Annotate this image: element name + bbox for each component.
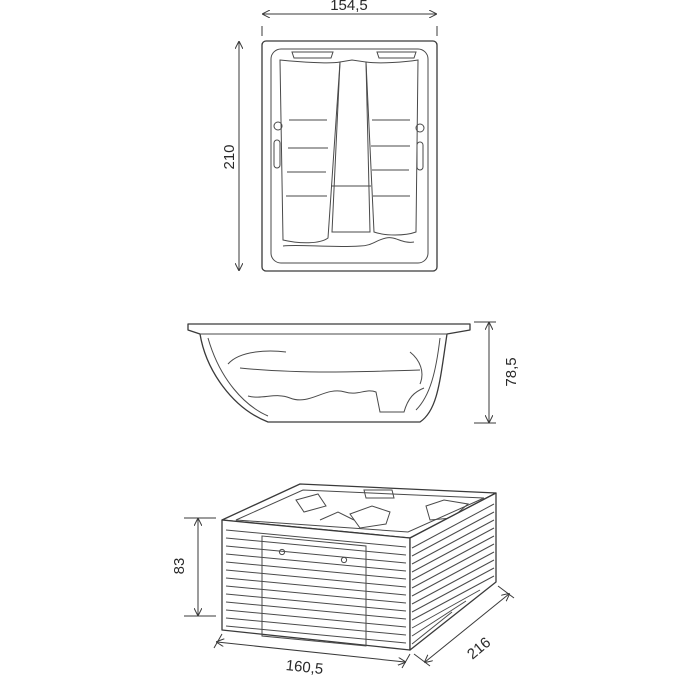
top-view-basin: [270, 48, 429, 264]
panel-view: 83 160,5 216: [171, 483, 515, 678]
left-seat-ribs: [286, 119, 328, 197]
left-headrest: [291, 51, 334, 59]
panel-top-inner: [235, 489, 485, 533]
panel-front-width-dimension-line: [217, 642, 405, 662]
top-view-rim: [261, 40, 438, 272]
top-width-label: 154,5: [330, 0, 368, 14]
right-handle: [416, 141, 424, 171]
panel-back-seat: [425, 499, 470, 521]
top-length-label: 210: [221, 144, 238, 169]
side-height-label: 78,5: [503, 357, 520, 386]
panel-depth-label: 216: [464, 634, 494, 663]
top-view: 154,5 210: [221, 0, 438, 272]
side-inner-wall-right: [415, 337, 441, 411]
right-seat-ribs: [371, 119, 410, 197]
panel-screw-icon: [340, 556, 348, 564]
side-seat-curve: [227, 350, 287, 365]
left-jet-icon: [273, 121, 283, 131]
panel-front-width-label: 160,5: [285, 657, 324, 678]
panel-depth-dimension-line: [425, 594, 509, 662]
side-waterline: [239, 367, 421, 373]
panel-front-slats: [225, 529, 407, 644]
side-inner-wall-left: [207, 337, 269, 417]
floor-wave: [282, 237, 415, 248]
panel-height-label: 83: [171, 558, 188, 575]
dim-tick: [497, 585, 515, 599]
left-seat: [279, 59, 341, 244]
panel-inner-curve: [319, 511, 355, 521]
panel-headrest-left: [295, 493, 327, 513]
dim-tick: [401, 653, 411, 669]
panel-headrest-right: [363, 489, 395, 499]
side-floor-profile: [247, 387, 425, 413]
right-jet-icon: [415, 123, 425, 133]
side-view-outline: [187, 323, 471, 423]
panel-screw-icon: [278, 548, 286, 556]
right-headrest: [376, 51, 417, 59]
left-handle: [273, 139, 281, 169]
center-channel: [331, 59, 371, 233]
dim-tick: [213, 633, 223, 649]
side-view: 78,5: [187, 321, 520, 424]
side-back-curve: [409, 351, 423, 385]
dim-tick: [413, 653, 431, 667]
panel-seat: [349, 505, 391, 529]
right-seat: [365, 59, 419, 236]
